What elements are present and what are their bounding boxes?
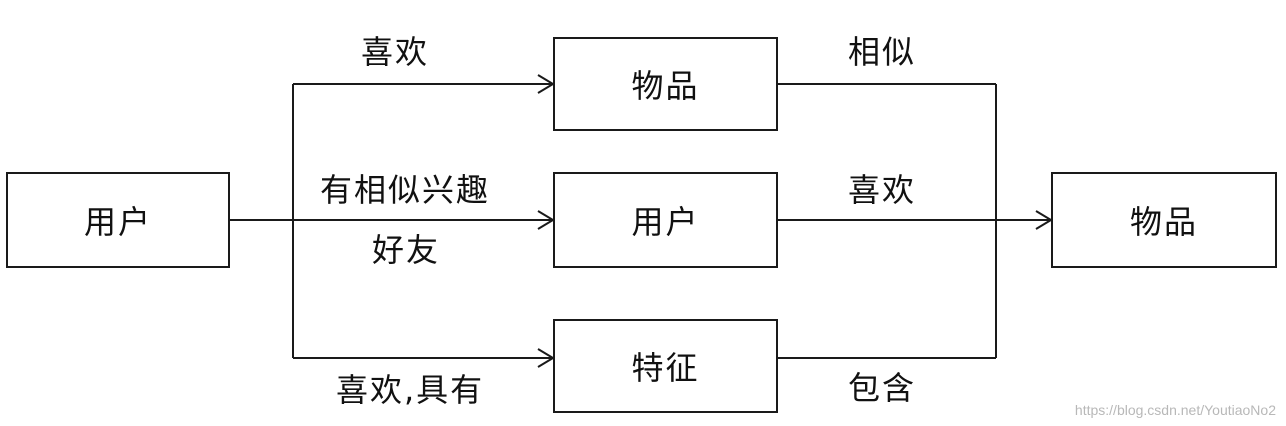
item-top-node: 物品 [553, 37, 778, 131]
edge-label-similar-interest-1: 有相似兴趣 [320, 171, 491, 209]
target-item-node: 物品 [1051, 172, 1277, 268]
edge-label-likes-has: 喜欢,具有 [336, 371, 485, 409]
edge-label-likes-top: 喜欢 [361, 33, 430, 71]
edge-label-similar-interest-2: 好友 [372, 231, 441, 269]
edge-label-contains-right: 包含 [848, 369, 917, 407]
edge-label-similar-right: 相似 [848, 33, 917, 71]
watermark-text: https://blog.csdn.net/YoutiaoNo2 [1074, 402, 1276, 418]
source-user-node: 用户 [6, 172, 230, 268]
source-user-label: 用户 [83, 203, 152, 241]
target-item-label: 物品 [1129, 203, 1198, 241]
feature-node: 特征 [553, 319, 778, 413]
item-top-label: 物品 [631, 67, 700, 105]
user-mid-label: 用户 [631, 203, 700, 241]
user-mid-node: 用户 [553, 172, 778, 268]
edge-label-likes-right: 喜欢 [848, 171, 917, 209]
feature-label: 特征 [631, 349, 700, 387]
